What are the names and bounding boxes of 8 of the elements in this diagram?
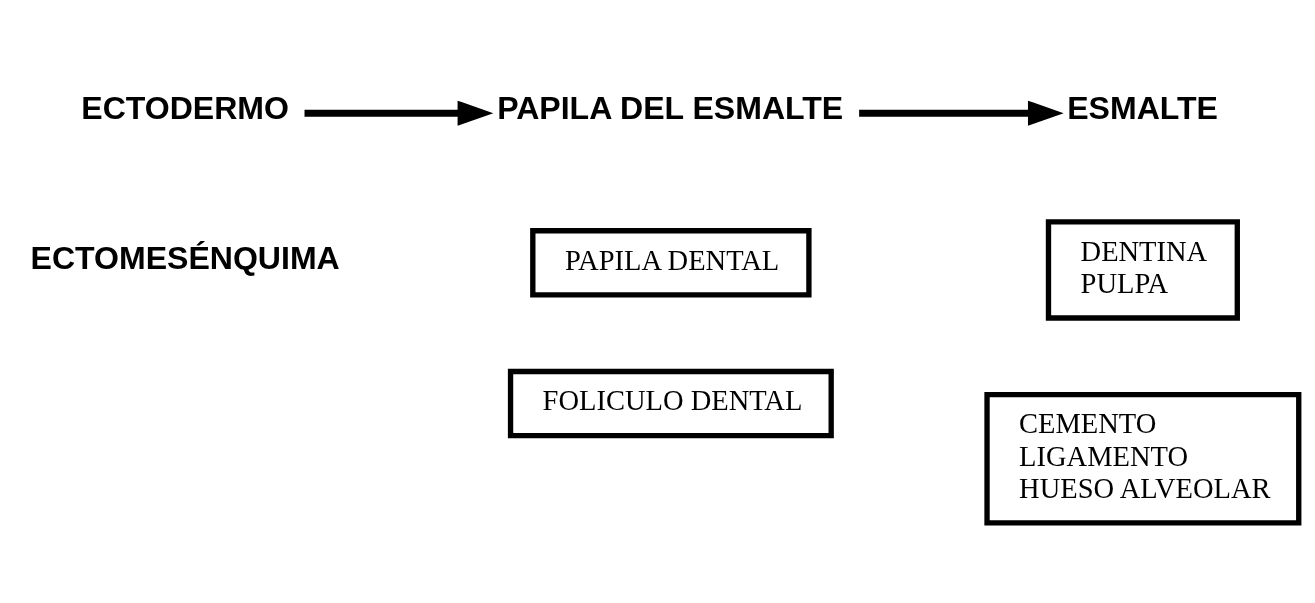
node-text: ESMALTE <box>1067 89 1218 126</box>
node-box: DENTINA PULPA <box>1045 218 1240 321</box>
node-text: PAPILA DEL ESMALTE <box>497 89 844 126</box>
node-text: ECTODERMO <box>81 89 289 126</box>
node-text: ECTOMESÉNQUIMA <box>30 239 340 276</box>
node-box: PAPILA DENTAL <box>530 227 812 298</box>
node-box: FOLICULO DENTAL <box>507 368 834 438</box>
node-box: CEMENTO LIGAMENTO HUESO ALVEOLAR <box>984 391 1302 526</box>
